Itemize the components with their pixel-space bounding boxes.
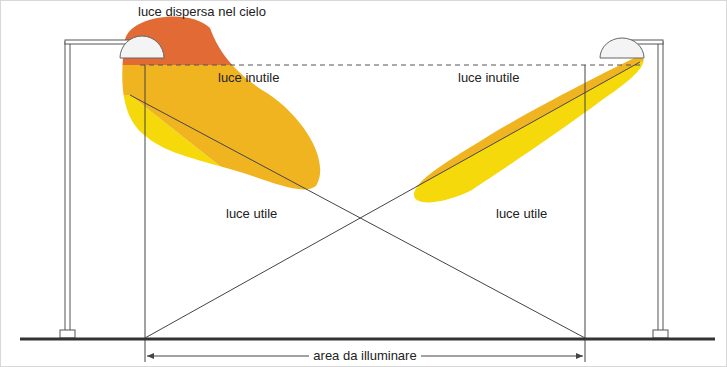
right-light-distribution [414,55,644,202]
beam-line [130,95,585,338]
useful-light-label: luce utile [496,206,547,221]
useful-light-label: luce utile [226,206,277,221]
horizon-line [140,65,640,66]
area-label: area da illuminare [309,348,420,363]
right-lamp [600,38,644,58]
ground [20,338,715,341]
sky-light-label: luce dispersa nel cielo [138,4,266,19]
left-lamp [120,36,164,58]
useless-light-label: luce inutile [218,70,279,85]
right-pole [615,40,668,338]
area-limit-line [145,65,146,362]
area-limit-line [585,65,586,362]
useless-light-label: luce inutile [458,70,519,85]
beam-line [145,62,640,338]
left-pole [60,40,137,338]
